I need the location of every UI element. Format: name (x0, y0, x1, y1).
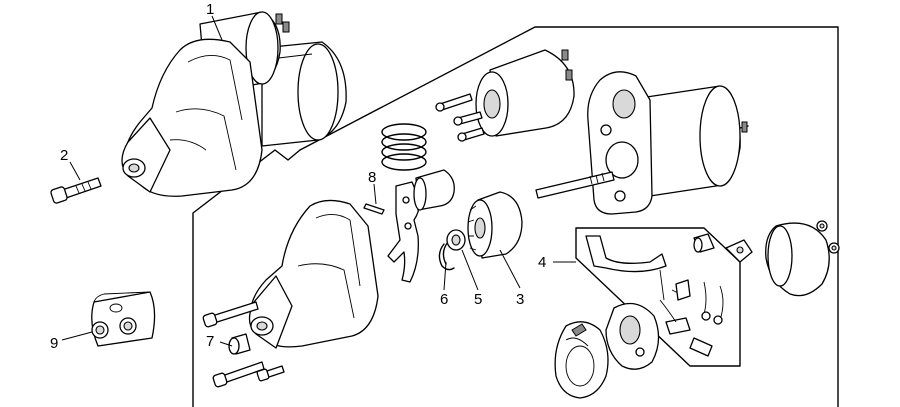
stop-ring (446, 229, 466, 251)
callout-3: 3 (516, 291, 524, 308)
bushing (228, 333, 251, 355)
end-cover (554, 321, 609, 399)
armature-motor-assembly (535, 71, 749, 215)
callout-labels: 1 2 3 4 5 6 7 8 9 (50, 1, 546, 352)
callout-2: 2 (60, 147, 68, 164)
callout-5: 5 (474, 291, 482, 308)
housing-bolts (202, 301, 285, 388)
solenoid-plunger (413, 169, 455, 211)
terminal-clip (725, 239, 753, 263)
solenoid-switch (475, 49, 575, 137)
callout-7: 7 (206, 333, 214, 350)
commutator-end-plate (605, 302, 660, 370)
drive-end-housing (248, 199, 379, 349)
return-spring (381, 123, 427, 171)
brush-cap (693, 233, 715, 253)
nuts (816, 220, 840, 254)
callout-9: 9 (50, 335, 58, 352)
brush-holder-assembly (575, 227, 741, 367)
lever-pin (363, 203, 385, 215)
cover-band (765, 222, 830, 297)
callout-1: 1 (206, 1, 214, 18)
circlip (438, 241, 455, 271)
solenoid-screws (435, 93, 485, 142)
mounting-bolt (50, 177, 102, 204)
callout-8: 8 (368, 169, 376, 186)
mounting-bracket (91, 291, 156, 347)
callout-6: 6 (440, 291, 448, 308)
pinion-drive (467, 191, 523, 259)
callout-4: 4 (538, 254, 546, 271)
leader-lines (61, 15, 576, 347)
assembled-starter-motor (121, 11, 347, 197)
exploded-view-frame (192, 26, 839, 407)
